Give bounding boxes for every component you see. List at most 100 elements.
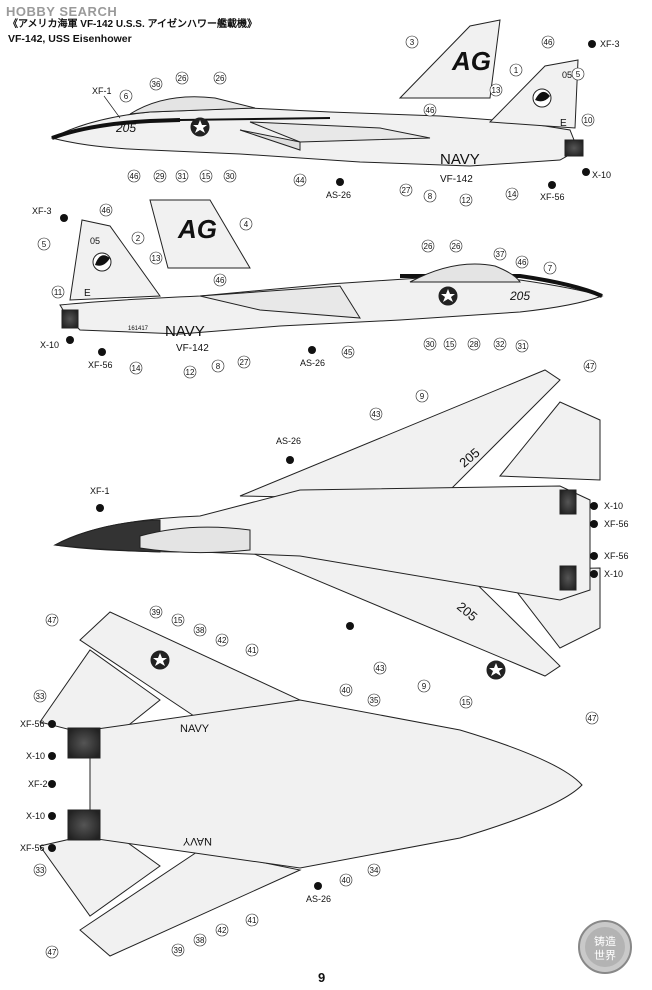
nose-modex-2: 205 [509, 289, 530, 303]
paint-x10-bottom-1: X-10 [26, 751, 56, 761]
page-title-en: VF-142, USS Eisenhower [8, 33, 132, 45]
svg-text:12: 12 [462, 196, 471, 205]
navy-text-2: NAVY [165, 323, 205, 340]
top-stab-upper [498, 401, 601, 481]
top-wing-upper [239, 369, 561, 501]
bottom-wing-lower [79, 849, 302, 957]
svg-text:13: 13 [492, 86, 501, 95]
fin-detail-tail-code: AG [451, 46, 491, 76]
squadron-emblem-2 [92, 252, 112, 272]
paint-as26-top: AS-26 [326, 178, 351, 200]
svg-text:38: 38 [196, 936, 205, 945]
svg-text:15: 15 [446, 340, 455, 349]
svg-text:42: 42 [218, 926, 227, 935]
page-title-jp: 《アメリカ海軍 VF-142 U.S.S. アイゼンハワー艦載機》 [8, 19, 258, 30]
svg-text:38: 38 [196, 626, 205, 635]
svg-text:46: 46 [216, 276, 225, 285]
svg-text:32: 32 [496, 340, 505, 349]
svg-text:1: 1 [514, 66, 519, 75]
svg-text:4: 4 [244, 220, 249, 229]
svg-text:XF-1: XF-1 [90, 486, 110, 496]
svg-text:13: 13 [152, 254, 161, 263]
paint-xf56-topview-2: XF-56 [590, 551, 629, 561]
svg-text:10: 10 [584, 116, 593, 125]
svg-text:39: 39 [174, 946, 183, 955]
svg-text:47: 47 [48, 616, 57, 625]
svg-text:XF-1: XF-1 [92, 86, 112, 96]
svg-text:46: 46 [544, 38, 553, 47]
fin-letter: E [560, 118, 567, 129]
svg-text:46: 46 [130, 172, 139, 181]
paint-xf56-top: XF-56 [540, 181, 565, 202]
navy-text: NAVY [440, 151, 480, 168]
fin-letter-2: E [84, 288, 91, 299]
paint-x10-topview-1: X-10 [590, 501, 623, 511]
svg-text:42: 42 [218, 636, 227, 645]
svg-text:11: 11 [54, 288, 63, 297]
svg-text:X-10: X-10 [592, 170, 611, 180]
svg-text:45: 45 [344, 348, 353, 357]
svg-text:14: 14 [508, 190, 517, 199]
paint-xf3-mid: XF-3 [32, 206, 68, 222]
svg-text:XF-56: XF-56 [88, 360, 113, 370]
svg-text:43: 43 [376, 664, 385, 673]
svg-text:15: 15 [202, 172, 211, 181]
paint-as26-bottom: AS-26 [306, 882, 331, 904]
bureau-number: 161417 [128, 326, 149, 332]
svg-text:12: 12 [186, 368, 195, 377]
svg-text:14: 14 [132, 364, 141, 373]
svg-text:26: 26 [178, 74, 187, 83]
squadron-text: VF-142 [440, 174, 473, 185]
svg-text:AS-26: AS-26 [276, 436, 301, 446]
decal-callouts: 3 46 1 5 6 36 26 26 13 46 10 46 29 31 15… [33, 35, 599, 959]
paint-xf56-bottom-1: XF-56 [20, 719, 56, 729]
svg-text:37: 37 [496, 250, 505, 259]
national-insignia [190, 117, 210, 137]
paint-x10-top: X-10 [582, 168, 611, 180]
watermark: HOBBY SEARCH [6, 4, 118, 19]
svg-text:35: 35 [370, 696, 379, 705]
svg-text:X-10: X-10 [40, 340, 59, 350]
svg-text:43: 43 [372, 410, 381, 419]
stamp-line-1: 铸造 [594, 934, 616, 948]
svg-text:40: 40 [342, 876, 351, 885]
svg-text:X-10: X-10 [26, 751, 45, 761]
svg-text:31: 31 [518, 342, 527, 351]
svg-text:33: 33 [36, 866, 45, 875]
svg-text:8: 8 [216, 362, 221, 371]
right-profile-view: AG 05 E NAVY VF-142 161417 205 [59, 199, 604, 354]
svg-text:9: 9 [420, 392, 425, 401]
svg-text:X-10: X-10 [604, 501, 623, 511]
svg-text:XF-3: XF-3 [32, 206, 52, 216]
svg-text:47: 47 [586, 362, 595, 371]
paint-xf1-top: XF-1 [92, 86, 121, 119]
svg-text:46: 46 [426, 106, 435, 115]
paint-xf3-top: XF-3 [588, 39, 620, 49]
svg-text:XF-2: XF-2 [28, 779, 48, 789]
svg-text:47: 47 [588, 714, 597, 723]
stamp-logo: 铸造 世界 [578, 920, 632, 974]
fin-number-2: 05 [90, 236, 100, 246]
svg-text:8: 8 [428, 192, 433, 201]
svg-text:9: 9 [422, 682, 427, 691]
svg-text:AS-26: AS-26 [300, 358, 325, 368]
svg-text:XF-56: XF-56 [20, 843, 45, 853]
svg-text:34: 34 [370, 866, 379, 875]
svg-text:27: 27 [402, 186, 411, 195]
svg-text:15: 15 [174, 616, 183, 625]
left-profile-view: AG 05 E 205 NAVY VF-14 [50, 19, 584, 185]
svg-text:XF-56: XF-56 [540, 192, 565, 202]
canopy-right [409, 263, 521, 283]
paint-xf56-mid: XF-56 [88, 348, 113, 370]
svg-text:28: 28 [470, 340, 479, 349]
svg-text:5: 5 [576, 70, 581, 79]
svg-text:6: 6 [124, 92, 129, 101]
national-insignia-3 [486, 660, 506, 680]
bottom-navy-lower: NAVY [182, 835, 212, 847]
national-insignia-2 [438, 286, 458, 306]
paint-xf1-topview: XF-1 [90, 486, 110, 512]
svg-text:26: 26 [216, 74, 225, 83]
vertical-fin-detail-2 [149, 199, 251, 269]
